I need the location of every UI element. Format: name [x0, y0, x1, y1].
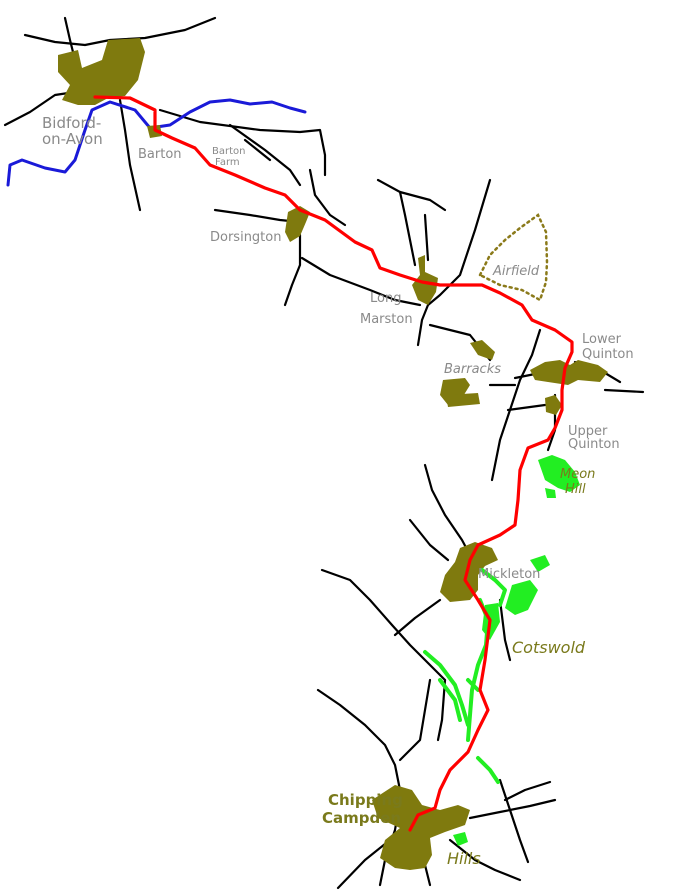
cotswold-escarpment-wood — [466, 678, 480, 692]
cotswold-wood-1 — [505, 580, 538, 615]
road-network — [3, 16, 645, 890]
label-barton-farm-line2: Farm — [215, 157, 240, 168]
cotswold-escarpment-wood — [466, 598, 490, 742]
road — [393, 598, 442, 637]
label-chipping-campden-line2: Campden — [322, 809, 401, 827]
bidford-on-avon-area — [58, 38, 145, 105]
road — [468, 798, 557, 820]
label-hills: Hills — [447, 849, 481, 868]
label-barton-farm-line1: Barton — [212, 146, 245, 157]
label-cotswold: Cotswold — [512, 638, 586, 657]
road — [336, 838, 392, 890]
river-avon — [6, 98, 307, 187]
label-barracks: Barracks — [444, 362, 501, 377]
airfield-boundary — [478, 213, 549, 302]
chipping-campden-area — [372, 785, 470, 870]
label-meon-hill-line1: Meon — [560, 467, 595, 482]
road — [506, 403, 547, 412]
label-airfield: Airfield — [492, 264, 540, 279]
map-labels: Bidford- on-Avon Barton Barton Farm Dors… — [42, 114, 634, 868]
upper-quinton-area — [545, 395, 562, 415]
campden-hills-wood — [453, 832, 468, 846]
label-lower-quinton-line1: Lower — [582, 332, 622, 347]
meon-hill-wood-2 — [545, 488, 556, 498]
cotswold-escarpment-wood — [476, 756, 500, 784]
road — [243, 138, 272, 162]
label-dorsington: Dorsington — [210, 230, 281, 245]
road — [408, 518, 450, 562]
road — [490, 328, 542, 482]
mickleton-area — [440, 542, 498, 602]
road — [158, 108, 327, 177]
road — [448, 838, 522, 882]
barracks-area-1 — [470, 340, 495, 360]
road — [398, 190, 447, 212]
woodland-areas — [423, 455, 580, 846]
road — [118, 98, 142, 212]
cotswold-escarpment-wood — [480, 568, 507, 607]
road — [3, 90, 77, 127]
road — [320, 568, 447, 682]
meon-hill-wood — [538, 455, 580, 492]
cotswold-escarpment-wood — [423, 650, 470, 727]
road — [308, 168, 347, 227]
label-chipping-campden-line1: Chipping — [328, 791, 403, 809]
road — [423, 863, 432, 887]
label-mickleton: Mickleton — [478, 567, 540, 582]
label-upper-quinton-line2: Quinton — [568, 437, 620, 452]
road — [283, 233, 302, 307]
label-meon-hill-line2: Hill — [565, 482, 586, 497]
label-upper-quinton-line1: Upper — [568, 424, 608, 439]
road — [398, 678, 432, 762]
lower-quinton-area — [530, 360, 608, 385]
road — [503, 780, 552, 802]
road — [423, 463, 472, 557]
road — [228, 123, 302, 187]
label-bidford-on-avon-line2: on-Avon — [42, 130, 103, 148]
road — [376, 178, 417, 267]
road — [498, 778, 530, 864]
dorsington-area — [285, 206, 310, 242]
road — [603, 388, 645, 394]
label-bidford-on-avon-line1: Bidford- — [42, 114, 101, 132]
label-barton: Barton — [138, 147, 182, 162]
road — [498, 598, 512, 662]
cotswold-escarpment-wood — [438, 678, 462, 722]
label-long-marston-line2: Marston — [360, 312, 413, 327]
road — [423, 213, 430, 262]
built-up-areas — [58, 38, 608, 870]
label-lower-quinton-line2: Quinton — [582, 347, 634, 362]
road — [316, 688, 402, 792]
label-long-marston-line1: Long — [370, 291, 401, 306]
walking-route[interactable] — [93, 95, 574, 832]
road — [436, 678, 447, 742]
long-marston-area — [412, 255, 438, 305]
barracks-area-3 — [446, 393, 480, 407]
cotswold-wood-2 — [530, 555, 550, 572]
road — [300, 256, 422, 307]
road — [416, 178, 492, 347]
